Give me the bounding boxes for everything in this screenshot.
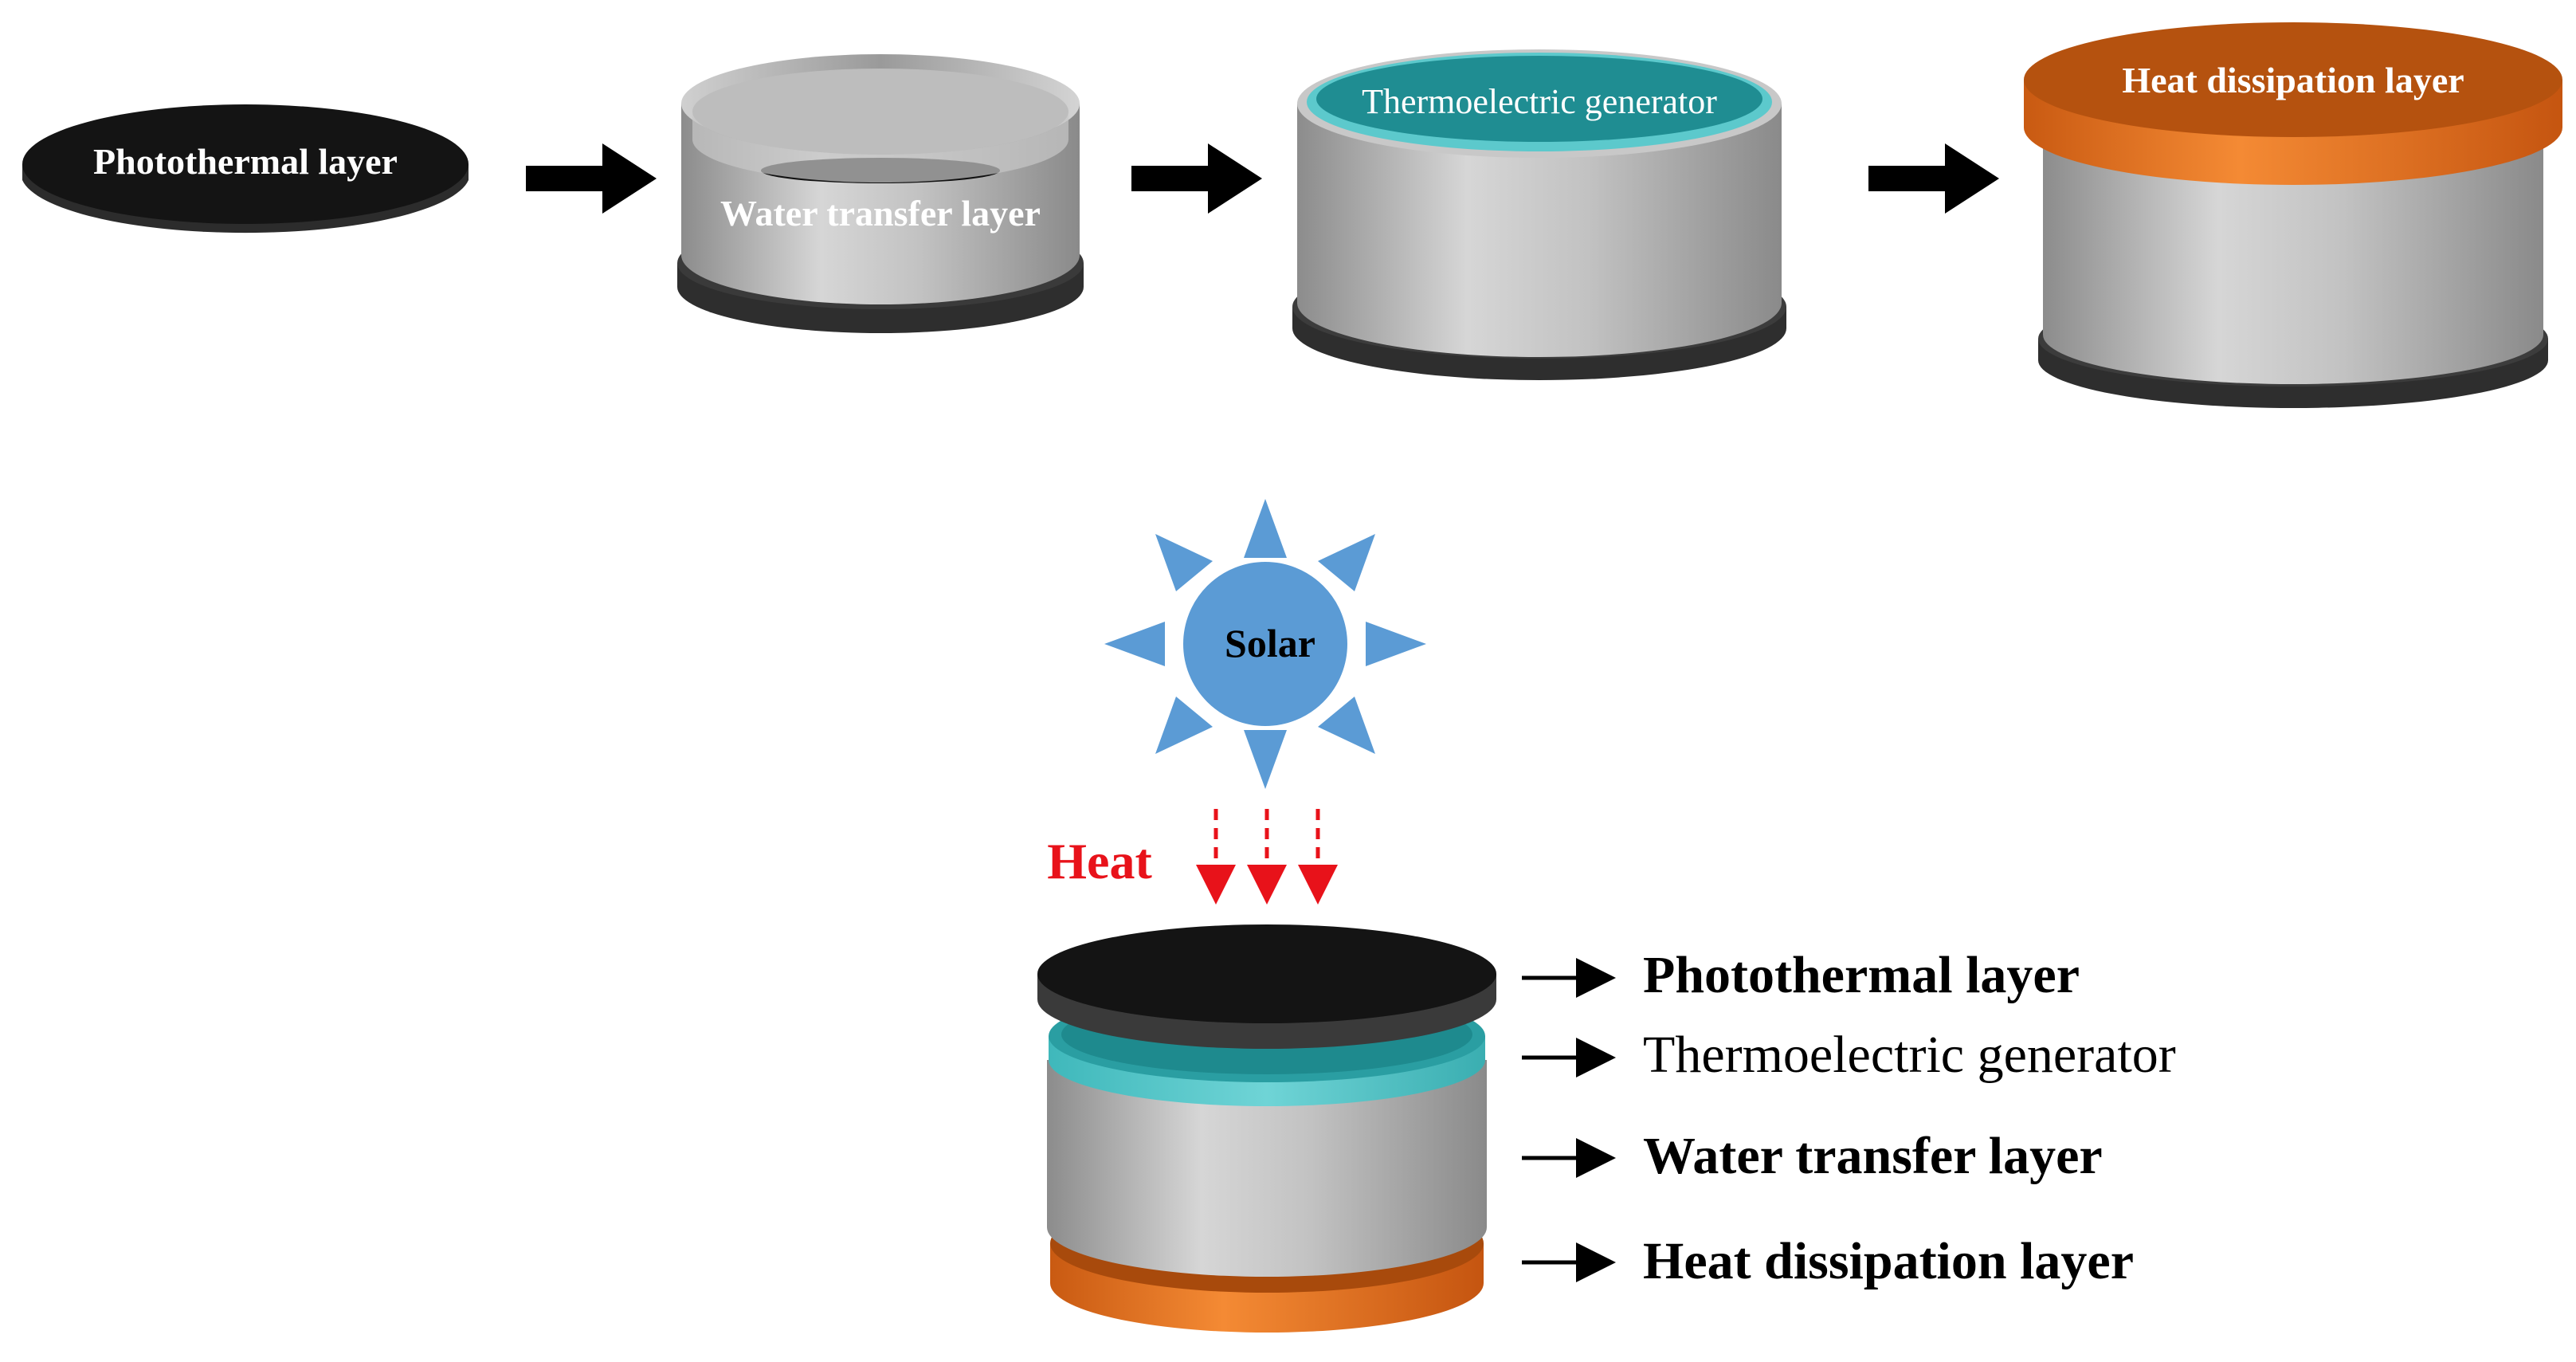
- step3-label: Thermoelectric generator: [1362, 82, 1717, 121]
- process-arrow-1: [526, 143, 657, 214]
- heat-label: Heat: [1047, 833, 1152, 889]
- step3-thermoelectric-assembly: [1292, 49, 1786, 380]
- legend-heat-dissipation: Heat dissipation layer: [1643, 1232, 2134, 1290]
- process-arrow-3: [1868, 143, 1999, 214]
- step4-heat-dissipation-assembly: [2024, 22, 2562, 408]
- heat-arrows: [1196, 809, 1338, 905]
- sun-label: Solar: [1225, 621, 1315, 665]
- legend-photothermal: Photothermal layer: [1643, 946, 2080, 1004]
- step1-photothermal-disc: [22, 104, 469, 234]
- step1-label: Photothermal layer: [93, 141, 398, 182]
- step4-label: Heat dissipation layer: [2122, 60, 2464, 100]
- legend-thermoelectric: Thermoelectric generator: [1643, 1026, 2176, 1084]
- step2-water-transfer-ring: [677, 54, 1084, 333]
- legend-arrows: [1522, 958, 1616, 1282]
- sun-icon: [1104, 499, 1426, 789]
- assembled-stack: [1037, 924, 1496, 1333]
- legend-water-transfer: Water transfer layer: [1643, 1127, 2103, 1185]
- process-arrow-2: [1131, 143, 1262, 214]
- step2-label: Water transfer layer: [720, 193, 1041, 234]
